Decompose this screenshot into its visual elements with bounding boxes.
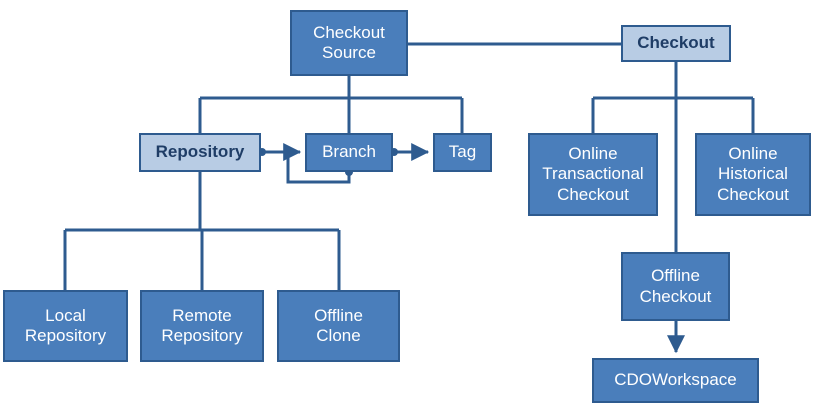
node-offline-clone[interactable]: Offline Clone xyxy=(277,290,400,362)
node-local-repository-label: Local Repository xyxy=(24,305,107,345)
node-repository-label: Repository xyxy=(155,142,245,162)
node-repository[interactable]: Repository xyxy=(139,133,261,172)
node-online-historical-checkout[interactable]: Online Historical Checkout xyxy=(695,133,811,216)
node-online-transactional-checkout-label: Online Transactional Checkout xyxy=(542,144,644,204)
node-offline-checkout-label: Offline Checkout xyxy=(639,266,712,306)
node-remote-repository-label: Remote Repository xyxy=(161,305,243,345)
node-checkout-source[interactable]: Checkout Source xyxy=(290,10,408,76)
node-remote-repository[interactable]: Remote Repository xyxy=(140,290,264,362)
node-tag-label: Tag xyxy=(448,142,477,162)
node-checkout-source-label: Checkout Source xyxy=(313,22,385,62)
node-branch[interactable]: Branch xyxy=(305,133,393,172)
edge-branch-self-loop xyxy=(286,152,351,184)
node-tag[interactable]: Tag xyxy=(433,133,492,172)
node-online-historical-checkout-label: Online Historical Checkout xyxy=(717,144,789,204)
node-cdoworkspace[interactable]: CDOWorkspace xyxy=(592,358,759,403)
node-cdoworkspace-label: CDOWorkspace xyxy=(614,370,737,390)
node-checkout-label: Checkout xyxy=(637,33,715,53)
node-offline-checkout[interactable]: Offline Checkout xyxy=(621,252,730,321)
node-checkout[interactable]: Checkout xyxy=(621,25,731,62)
node-online-transactional-checkout[interactable]: Online Transactional Checkout xyxy=(528,133,658,216)
node-branch-label: Branch xyxy=(322,142,376,162)
node-offline-clone-label: Offline Clone xyxy=(314,305,363,345)
node-local-repository[interactable]: Local Repository xyxy=(3,290,128,362)
